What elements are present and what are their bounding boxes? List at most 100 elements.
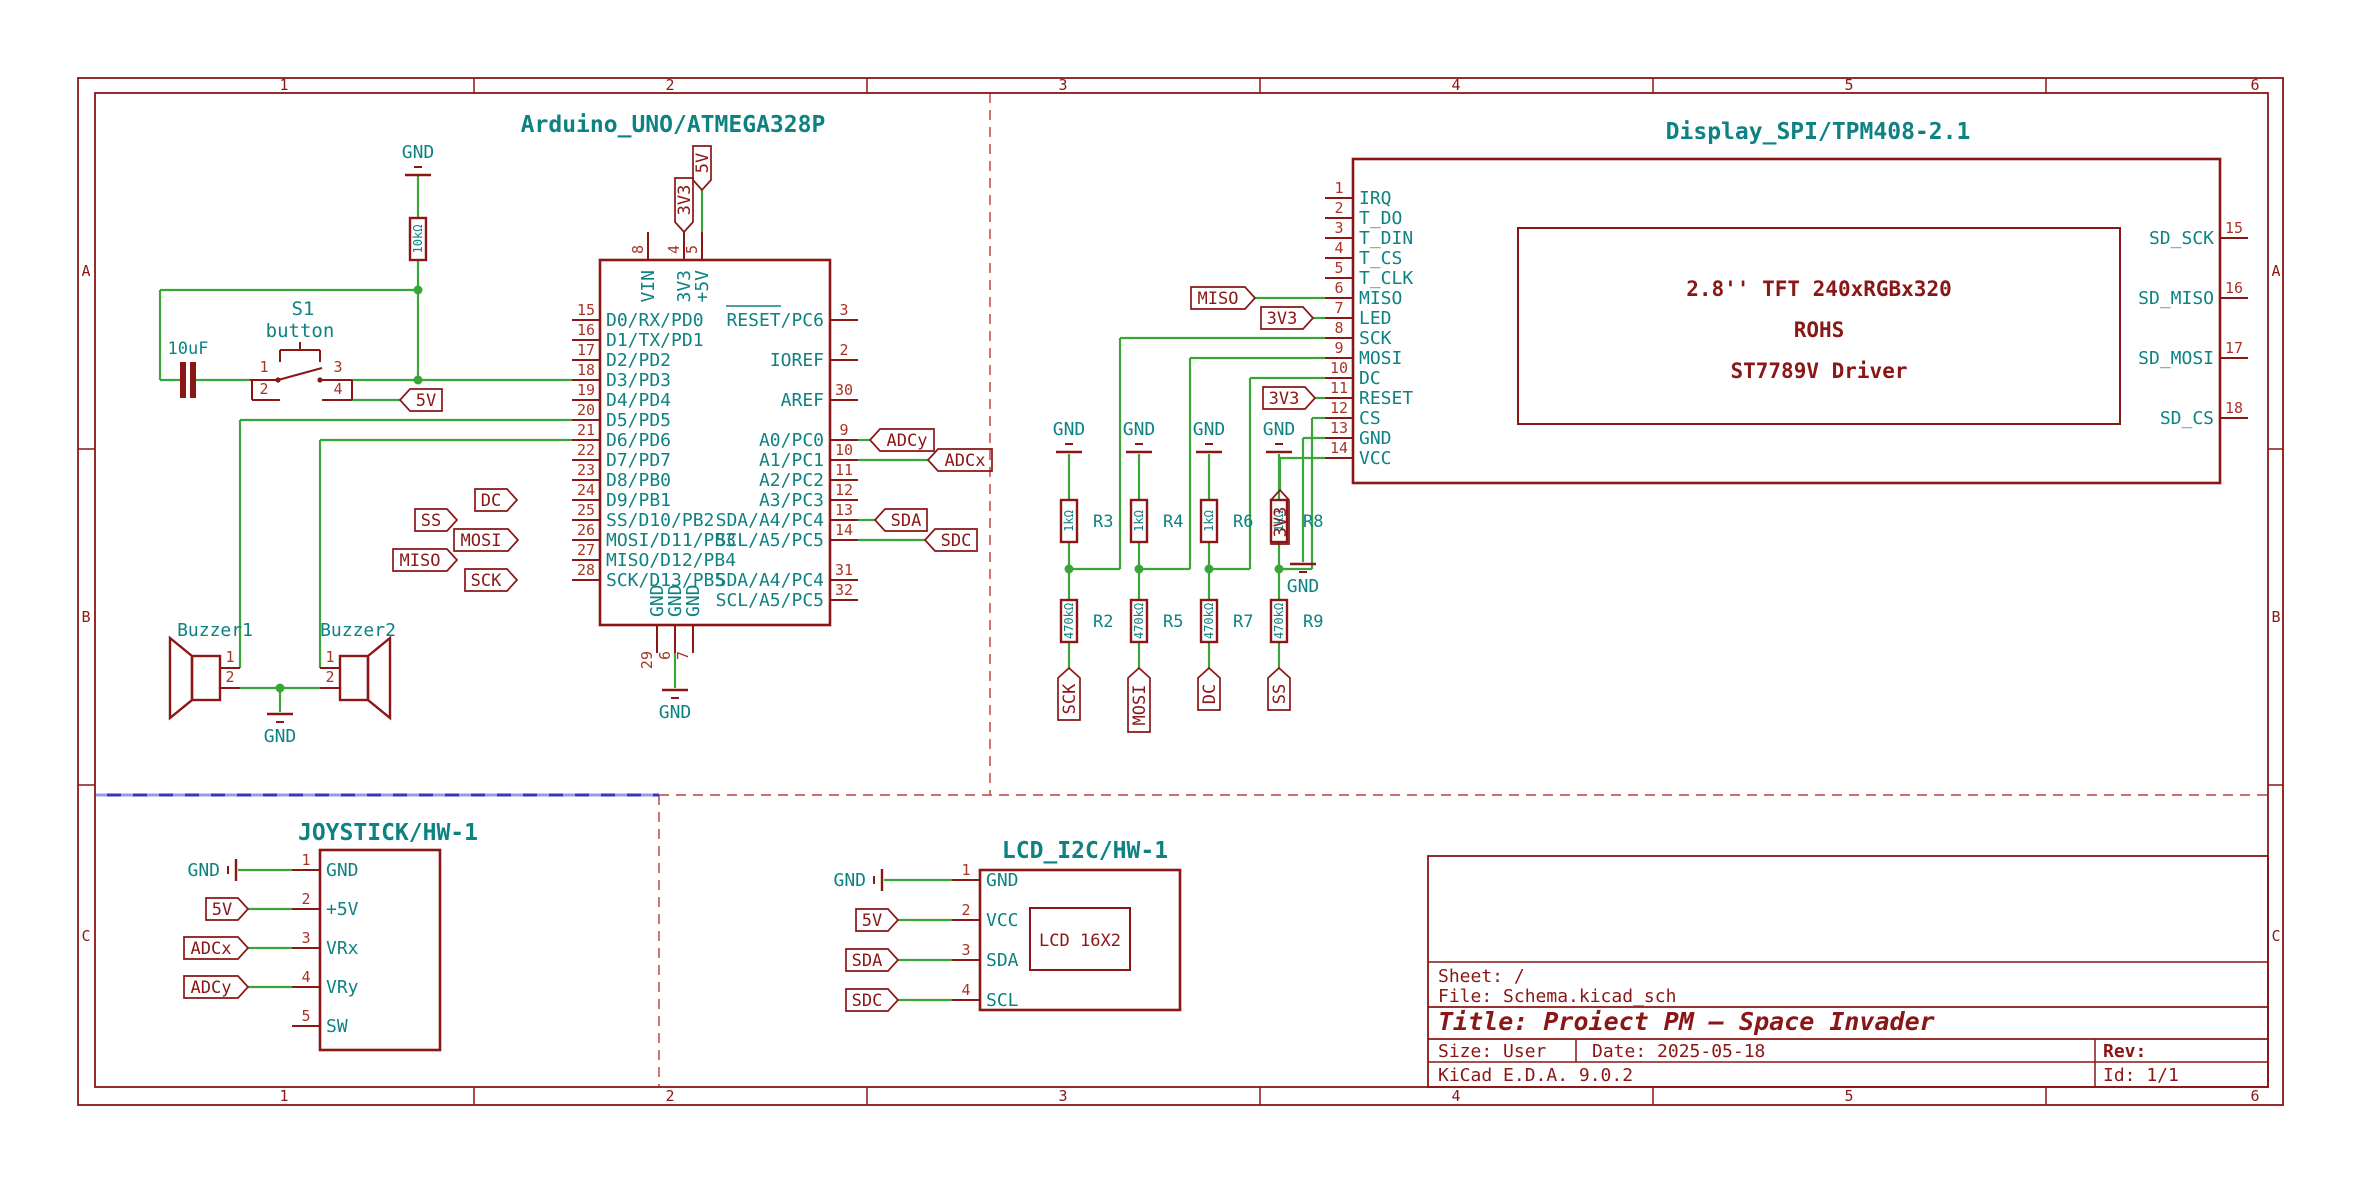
resistor-body[interactable] — [1269, 598, 1289, 644]
net-label-3v3[interactable]: 3V3 — [1260, 306, 1315, 330]
capacitor-10uf[interactable]: 10uF — [168, 339, 209, 398]
joystick-body[interactable] — [318, 848, 442, 1052]
resistor-R9[interactable]: 470kΩ R9 — [1269, 598, 1323, 644]
net-label-mosi[interactable]: MOSI — [453, 528, 520, 552]
net-label-sda[interactable]: SDA — [845, 948, 900, 972]
gnd-symbol[interactable]: GND — [833, 869, 884, 891]
net-label-ss[interactable]: SS — [414, 508, 459, 532]
gnd-symbol[interactable]: GND — [1193, 419, 1226, 454]
resistor-value[interactable]: 470kΩ — [1062, 603, 1076, 639]
net-label-dc[interactable]: DC — [1197, 666, 1221, 711]
resistor-body[interactable] — [1199, 598, 1219, 644]
net-label-adcx[interactable]: ADCx — [926, 448, 993, 472]
net-label-sck[interactable]: SCK — [464, 568, 519, 592]
resistor-reference[interactable]: R4 — [1163, 512, 1183, 532]
net-label-ss[interactable]: SS — [1267, 666, 1291, 711]
resistor-body[interactable] — [408, 216, 428, 262]
junction-dot[interactable] — [413, 285, 423, 295]
junction-dot[interactable] — [413, 375, 423, 385]
net-label-sdc[interactable]: SDC — [923, 528, 978, 552]
resistor-body[interactable] — [1129, 598, 1149, 644]
power-flag-3v3[interactable]: 3V3 — [1270, 488, 1291, 545]
net-label-3v3[interactable]: 3V3 — [1262, 386, 1317, 410]
resistor-reference[interactable]: R7 — [1233, 612, 1253, 632]
resistor-R5[interactable]: 470kΩ R5 — [1129, 598, 1183, 644]
gnd-symbol[interactable]: GND — [1123, 419, 1156, 454]
net-label-sck[interactable]: SCK — [1057, 666, 1081, 721]
resistor-value[interactable]: 1kΩ — [1202, 510, 1216, 532]
lcd-body[interactable] — [978, 868, 1182, 1012]
resistor-reference[interactable]: R3 — [1093, 512, 1113, 532]
push-button-s1[interactable]: S1 button 1 2 3 4 — [250, 298, 353, 401]
arduino-body[interactable] — [598, 258, 832, 627]
junction-dot[interactable] — [275, 683, 285, 693]
resistor-value[interactable]: 1kΩ — [1132, 510, 1146, 532]
net-label-5v[interactable]: 5V — [855, 908, 900, 932]
resistor-body[interactable] — [1129, 498, 1149, 544]
power-flag-5v[interactable]: 5V — [692, 145, 713, 192]
net-label-sdc[interactable]: SDC — [845, 988, 900, 1012]
net-label-sda[interactable]: SDA — [873, 508, 928, 532]
resistor-body[interactable] — [1059, 598, 1079, 644]
gnd-symbol[interactable]: GND — [1263, 419, 1296, 454]
resistor-reference[interactable]: R8 — [1303, 512, 1323, 532]
resistor-value[interactable]: 470kΩ — [1272, 603, 1286, 639]
junction-dot[interactable] — [1064, 564, 1074, 574]
net-label-adcy[interactable]: ADCy — [183, 975, 250, 999]
net-label-dc[interactable]: DC — [474, 488, 519, 512]
buzzer2[interactable]: Buzzer2 1 2 — [320, 620, 396, 721]
display-title[interactable]: Display_SPI/TPM408-2.1 — [1666, 119, 1971, 145]
joystick-title[interactable]: JOYSTICK/HW-1 — [298, 820, 478, 846]
gnd-symbol[interactable]: GND — [1053, 419, 1086, 454]
net-label-5v[interactable]: 5V — [398, 388, 443, 412]
resistor-reference[interactable]: R2 — [1093, 612, 1113, 632]
gnd-symbol[interactable]: GND — [659, 688, 692, 723]
net-label-miso[interactable]: MISO — [1190, 286, 1257, 310]
power-flag-3v3[interactable]: 3V3 — [674, 177, 695, 234]
gnd-symbol[interactable]: GND — [264, 712, 297, 747]
net-label-5v[interactable]: 5V — [205, 897, 250, 921]
resistor-R7[interactable]: 470kΩ R7 — [1199, 598, 1253, 644]
buzzer1[interactable]: Buzzer1 1 2 — [168, 620, 253, 721]
resistor-value[interactable]: 470kΩ — [1132, 603, 1146, 639]
resistor-value[interactable]: 470kΩ — [1202, 603, 1216, 639]
net-label-text: SDC — [941, 531, 972, 551]
cap-value[interactable]: 10uF — [168, 339, 209, 359]
gnd-symbol[interactable]: GND — [187, 859, 238, 881]
resistor-10k[interactable]: 10kΩ — [408, 216, 428, 262]
resistor-reference[interactable]: R5 — [1163, 612, 1183, 632]
resistor-R4[interactable]: 1kΩ R4 — [1129, 498, 1183, 544]
resistor-body[interactable] — [1059, 498, 1079, 544]
net-label-adcx[interactable]: ADCx — [183, 936, 250, 960]
junction-dot[interactable] — [1274, 564, 1284, 574]
resistor-reference[interactable]: R9 — [1303, 612, 1323, 632]
resistor-R6[interactable]: 1kΩ R6 — [1199, 498, 1253, 544]
arduino-title[interactable]: Arduino_UNO/ATMEGA328P — [521, 112, 826, 138]
resistor-value[interactable]: 10kΩ — [411, 225, 425, 254]
junction-dot[interactable] — [1204, 564, 1214, 574]
resistor-value[interactable]: 1kΩ — [1062, 510, 1076, 532]
resistor-reference[interactable]: R6 — [1233, 512, 1253, 532]
net-label-adcy[interactable]: ADCy — [868, 428, 935, 452]
resistor-R3[interactable]: 1kΩ R3 — [1059, 498, 1113, 544]
buzzer2-reference[interactable]: Buzzer2 — [320, 620, 396, 641]
gnd-symbol[interactable]: GND — [402, 142, 435, 177]
lcd-title[interactable]: LCD_I2C/HW-1 — [1002, 838, 1168, 864]
resistor-value[interactable]: 1kΩ — [1272, 510, 1286, 532]
gnd-symbol[interactable]: GND — [1287, 562, 1320, 597]
buzzer1-reference[interactable]: Buzzer1 — [177, 620, 253, 641]
resistor-R2[interactable]: 470kΩ R2 — [1059, 598, 1113, 644]
net-label-miso[interactable]: MISO — [392, 548, 459, 572]
junction-dot[interactable] — [1134, 564, 1144, 574]
resistor-R8[interactable]: 1kΩ R8 — [1269, 498, 1323, 544]
display-body[interactable] — [1351, 157, 2222, 485]
s1-reference[interactable]: S1 — [292, 298, 315, 320]
s1-value[interactable]: button — [266, 320, 335, 342]
net-label-mosi[interactable]: MOSI — [1127, 666, 1151, 733]
resistor-body[interactable] — [1199, 498, 1219, 544]
